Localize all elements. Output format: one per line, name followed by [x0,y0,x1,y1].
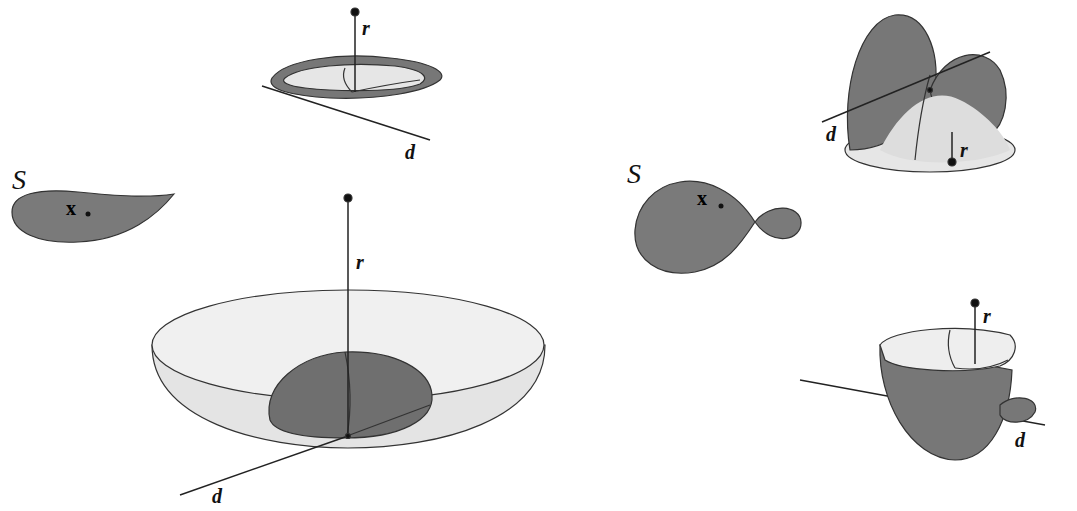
large-bowl-figure [152,194,545,495]
small-dish-figure-part [351,8,359,16]
cup-figure-part [955,360,1008,369]
large-bowl-figure-part [347,405,430,436]
cup-figure-part [1000,398,1036,422]
cup-figure-part [971,299,979,307]
cup-figure [800,299,1045,460]
set-region: Sx [8,166,180,252]
small-dish-figure-part [271,56,442,98]
cup-figure-part [974,303,976,364]
small-dish-figure-part [352,80,420,92]
axis-label: r [983,306,991,326]
axis-label: r [356,252,364,272]
set-blob [635,181,801,273]
point-dot [719,204,724,209]
axis-label: r [960,140,968,160]
large-bowl-figure-part [346,434,351,439]
large-bowl-figure-part [344,194,352,202]
set-label: S [627,160,641,188]
axis-label: d [826,124,836,144]
saddle-figure-part [822,52,990,122]
saddle-figure [822,15,1015,172]
set-label: S [12,166,26,194]
cup-figure-part [948,330,955,368]
saddle-figure-part [880,96,1010,163]
axis-label: r [362,18,370,38]
small-dish-figure [262,8,442,140]
set-shape [625,160,807,282]
small-dish-figure-part [354,12,356,92]
set-region: Sx [625,160,807,282]
small-dish-figure-part [284,65,425,91]
set-blob [12,191,174,242]
point-label: x [66,198,76,218]
axis-label: d [1015,430,1025,450]
large-bowl-figure-part [269,352,432,438]
saddle-figure-part [915,75,930,160]
saddle-figure-part [948,158,956,166]
large-bowl-figure-part [180,436,348,495]
large-bowl-figure-part [347,198,349,436]
point-dot [86,212,91,217]
saddle-figure-part [928,88,933,93]
set-shape [8,166,180,252]
small-dish-figure-part [344,68,352,92]
axis-label: d [405,142,415,162]
axis-label: d [212,486,222,506]
cup-figure-part [880,328,1015,370]
point-label: x [697,188,707,208]
